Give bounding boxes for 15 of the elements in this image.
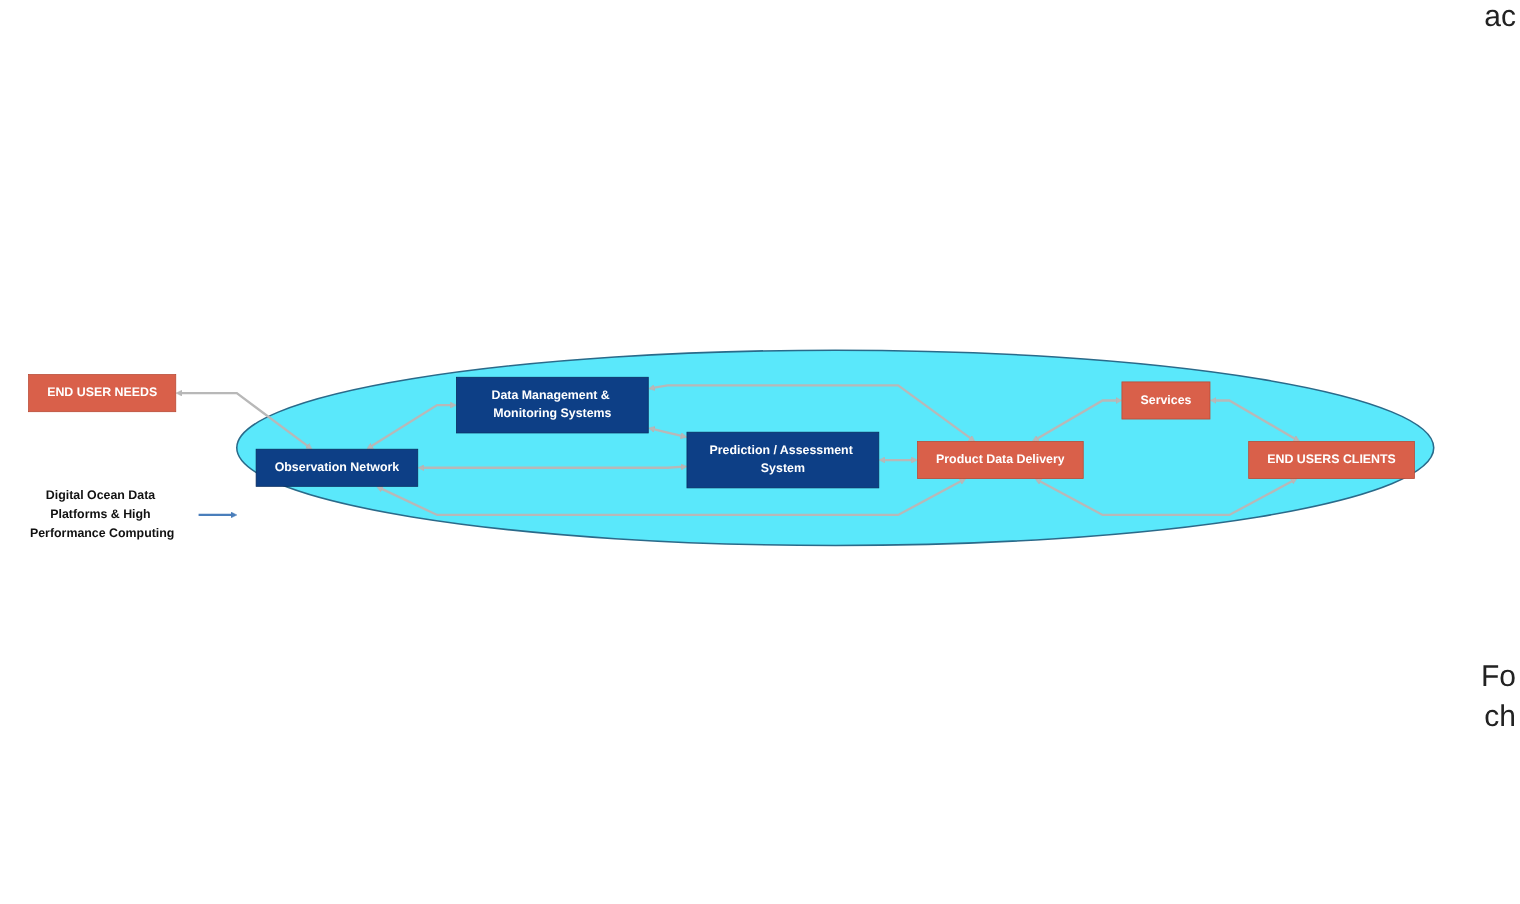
cut-off-text: Fo [1480,660,1516,694]
arrow [376,479,967,517]
cut-off-text: ac [1484,0,1516,34]
arrow [198,512,238,520]
arrow [175,390,313,451]
arrow [648,427,688,440]
arrow [878,457,918,465]
arrow [1032,397,1123,443]
cut-off-text: ch [1484,700,1516,734]
arrow [417,464,688,472]
arrow [648,385,976,443]
arrow [1210,397,1300,443]
cluster [236,350,1435,548]
arrow [366,402,457,451]
arrow [1034,479,1298,517]
